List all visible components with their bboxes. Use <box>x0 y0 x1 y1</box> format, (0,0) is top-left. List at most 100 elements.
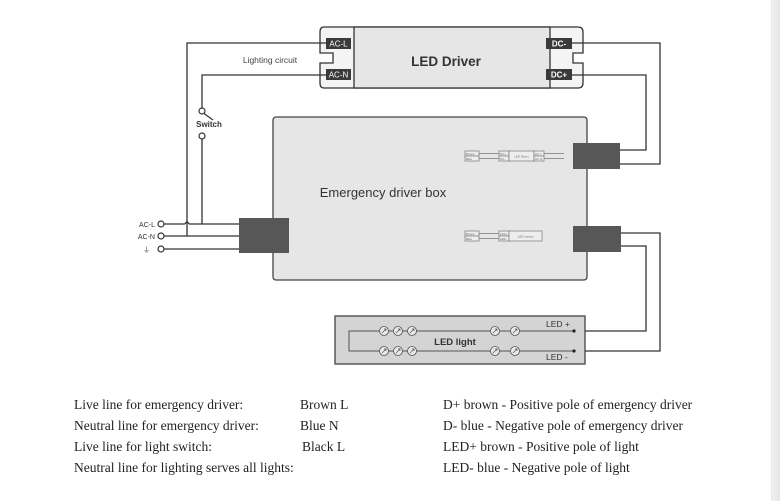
wire-dc-minus <box>572 42 661 165</box>
mains-connector <box>239 218 289 253</box>
legend-separator: - <box>483 418 496 433</box>
wire-ac-n-driver <box>201 74 326 108</box>
led-bulb-arrow-icon <box>492 348 498 354</box>
led-driver: LED Driver AC-L AC-N DC- DC+ <box>319 26 584 89</box>
driver-connector <box>573 143 620 169</box>
legend-right-row: D+ brown - Positive pole of emergency dr… <box>443 397 692 413</box>
led-driver-body <box>353 26 551 89</box>
legend-desc: Positive pole of light <box>525 439 639 454</box>
led-bulb-arrow-icon <box>395 328 401 334</box>
mini-driver-in1: DC+ <box>500 152 506 156</box>
legend-label: Live line for light switch: <box>74 439 212 454</box>
led-light-title: LED light <box>434 337 477 348</box>
mini-driver-out1: AC L <box>535 152 542 156</box>
led-light-strip-wire <box>348 330 574 352</box>
lamp-connector <box>573 226 621 252</box>
mini-driver-in2: DC- <box>500 157 505 161</box>
legend-separator: - <box>514 439 526 454</box>
mains-earth-label: ⏚ <box>143 246 150 254</box>
legend-label: Neutral line for emergency driver: <box>74 418 259 433</box>
legend-right-row: LED+ brown - Positive pole of light <box>443 439 639 455</box>
mini-driver-labels: Brown Blue DC+ DC- LED Driver AC L AC N <box>466 152 542 161</box>
legend-value: Brown L <box>300 397 349 412</box>
legend-term: D+ brown <box>443 397 499 412</box>
legend-left-value: Brown L <box>300 397 348 413</box>
legend-left-value: Black L <box>302 439 345 455</box>
mains-ac-l-label: AC-L <box>139 222 155 229</box>
dc-minus-tag <box>546 38 572 49</box>
led-bulb-arrow-icon <box>512 348 518 354</box>
legend-separator: - <box>498 397 510 412</box>
wire-dc-plus <box>572 74 647 151</box>
legend-left-row: Neutral line for lighting serves all lig… <box>74 460 294 476</box>
ac-n-tag-label: AC-N <box>329 71 349 80</box>
led-bulb-arrow-icon <box>512 328 518 334</box>
legend-label: Neutral line for lighting serves all lig… <box>74 460 294 475</box>
mini-lamps-schematic <box>464 230 543 242</box>
mains-inputs: AC-L AC-N ⏚ <box>138 220 165 254</box>
mini-lamps-in1: LED+ <box>500 232 508 236</box>
dc-plus-tag-label: DC+ <box>551 71 568 80</box>
mini-lamps-wire2: Blue <box>466 237 472 241</box>
legend-term: LED- blue <box>443 460 501 475</box>
mini-driver-schematic <box>464 150 564 162</box>
lighting-circuit-label: Lighting circuit <box>243 55 298 65</box>
mini-lamps-wire1: Brown <box>466 232 475 236</box>
mini-lamps-labels: Brown Blue LED+ LED- LED Lamps <box>466 232 534 241</box>
ac-n-tag <box>326 69 351 80</box>
led-bulb-arrow-icon <box>395 348 401 354</box>
mini-driver-wire1: Brown <box>466 152 475 156</box>
legend-left-value: Blue N <box>300 418 339 434</box>
legend-term: LED+ brown <box>443 439 515 454</box>
mini-driver-out2: AC N <box>535 157 542 161</box>
legend-desc: Positive pole of emergency driver <box>509 397 693 412</box>
switch-contact-top <box>198 107 206 115</box>
wire-ac-l-driver <box>186 42 326 222</box>
wire-led-plus <box>574 245 647 332</box>
wire-led-minus <box>574 232 661 352</box>
mini-lamps-title: LED Lamps <box>518 235 534 239</box>
dc-minus-tag-label: DC- <box>552 40 567 49</box>
mains-ac-n-terminal <box>157 232 165 240</box>
led-minus-label: LED - <box>546 352 568 362</box>
led-bulb-arrow-icon <box>381 328 387 334</box>
mains-ac-l-terminal <box>157 220 165 228</box>
led-minus-terminal <box>572 349 576 353</box>
led-bulb-arrow-icon <box>381 348 387 354</box>
ac-l-tag <box>326 38 351 49</box>
legend-value: Black L <box>302 439 346 454</box>
switch-label: Switch <box>196 120 222 129</box>
emergency-box-title: Emergency driver box <box>320 185 447 200</box>
led-bulbs <box>379 326 520 356</box>
legend-label: Live line for emergency driver: <box>74 397 244 412</box>
led-light-body <box>334 315 586 365</box>
legend-value: Blue N <box>300 418 339 433</box>
legend-desc: Negative pole of emergency driver <box>495 418 684 433</box>
led-plus-label: LED + <box>546 319 570 329</box>
legend-left-row: Neutral line for emergency driver: <box>74 418 259 434</box>
mains-ac-n-label: AC-N <box>138 234 155 241</box>
legend-right-row: LED- blue - Negative pole of light <box>443 460 630 476</box>
led-bulb-arrow-icon <box>409 348 415 354</box>
mini-driver-title: LED Driver <box>514 155 529 159</box>
legend-left-row: Live line for emergency driver: <box>74 397 243 413</box>
legend-right-row: D- blue - Negative pole of emergency dri… <box>443 418 683 434</box>
legend-left-row: Live line for light switch: <box>74 439 212 455</box>
led-light: LED light LED + LED - <box>334 315 586 365</box>
led-plus-terminal <box>572 329 576 333</box>
ac-l-tag-label: AC-L <box>329 40 348 49</box>
mains-earth-terminal <box>157 245 165 253</box>
legend-separator: - <box>500 460 512 475</box>
led-bulb-arrow-icon <box>409 328 415 334</box>
legend-desc: Negative pole of light <box>511 460 630 475</box>
led-driver-title: LED Driver <box>411 54 482 69</box>
mini-lamps-in2: LED- <box>500 237 507 241</box>
legend-term: D- blue <box>443 418 484 433</box>
emergency-driver-box: Emergency driver box Brown Blue DC+ DC- … <box>239 116 621 281</box>
dc-plus-tag <box>546 69 572 80</box>
switch-contact-bottom <box>198 132 206 140</box>
mini-driver-wire2: Blue <box>466 157 472 161</box>
page-edge-shadow <box>771 0 780 501</box>
mini-lamp-body <box>508 230 543 242</box>
